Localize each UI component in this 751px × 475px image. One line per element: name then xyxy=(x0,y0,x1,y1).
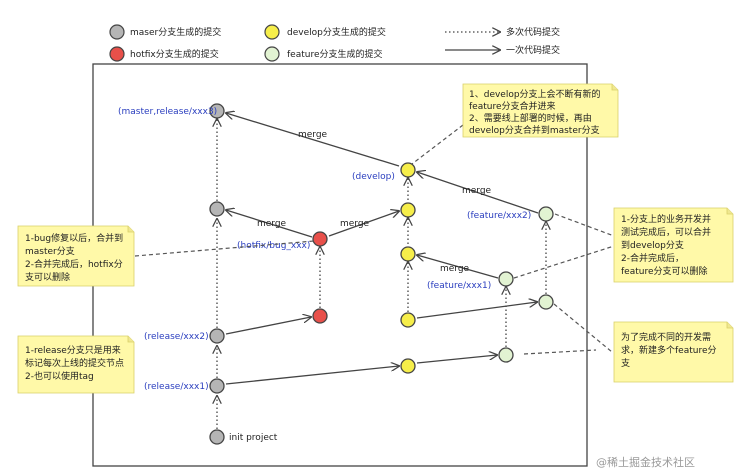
merge-label-hotfix-develop: merge xyxy=(340,219,370,229)
multi-commit-links xyxy=(217,119,546,429)
connector-feature1-merge-note xyxy=(513,245,615,279)
hotfix-commit-fix xyxy=(312,231,328,247)
connector-feature-create-b xyxy=(553,303,613,353)
hotfix-commit-base xyxy=(312,308,328,324)
master-commit-release2 xyxy=(209,328,225,344)
note-feature-merge-line-1: 1-分支上的业务开发并 xyxy=(621,213,711,225)
connector-feature2-merge-note xyxy=(554,213,615,237)
master-commit-release3 xyxy=(209,103,225,119)
note-develop: 1、develop分支上会不断有新的 feature分支合并进来 2、需要线上部… xyxy=(462,83,619,138)
legend-master-dot xyxy=(109,24,125,40)
legend-master-label: maser分支生成的提交 xyxy=(130,26,221,38)
merge-hotfix-to-master xyxy=(226,210,313,238)
merge-label-feature2: merge xyxy=(462,186,492,196)
legend-develop-dot xyxy=(264,24,280,40)
legend-hotfix-label: hotfix分支生成的提交 xyxy=(130,48,219,60)
feature2-commit-end xyxy=(538,206,554,222)
feature-commits xyxy=(498,206,554,363)
develop-to-feature2 xyxy=(416,302,537,319)
note-feature-merge-line-3: 到develop分支 xyxy=(621,239,684,251)
note-connectors xyxy=(134,124,615,355)
feature2-commit-start xyxy=(538,294,554,310)
label-feature1: (feature/xxx1) xyxy=(427,281,491,291)
master-commit-mid xyxy=(209,201,225,217)
merge-label-feature1: merge xyxy=(440,264,470,274)
note-release-line-2: 标记每次上线的提交节点 xyxy=(25,357,124,369)
master-commits xyxy=(209,103,225,445)
feature1-commit-end xyxy=(498,271,514,287)
note-release-line-1: 1-release分支只是用来 xyxy=(25,344,121,356)
hotfix-commits xyxy=(312,231,328,324)
develop-commit-4 xyxy=(400,202,416,218)
note-feature-create-line-2: 求，新建多个feature分 xyxy=(621,344,717,356)
legend-hotfix-dot xyxy=(109,46,125,62)
legend-multi-label: 多次代码提交 xyxy=(506,26,560,38)
merge-label-hotfix-master: merge xyxy=(257,219,287,229)
develop-commits xyxy=(400,162,416,374)
label-release1: (release/xxx1) xyxy=(144,382,209,392)
note-develop-line-2: feature分支合并进来 xyxy=(469,100,556,112)
legend: maser分支生成的提交 hotfix分支生成的提交 develop分支生成的提… xyxy=(109,24,560,62)
label-release2: (release/xxx2) xyxy=(144,332,209,342)
release2-to-hotfix xyxy=(225,317,311,335)
develop-to-feature1 xyxy=(416,355,497,364)
note-release: 1-release分支只是用来 标记每次上线的提交节点 2-也可以使用tag xyxy=(17,335,135,394)
legend-feature-label: feature分支生成的提交 xyxy=(287,48,383,60)
legend-feature-dot xyxy=(264,46,280,62)
note-develop-line-4: develop分支合并到master分支 xyxy=(469,124,600,136)
label-master-release3: (master,release/xxx3) xyxy=(118,107,217,117)
note-feature-create-line-3: 支 xyxy=(621,357,630,369)
watermark: @稀土掘金技术社区 xyxy=(596,455,695,469)
legend-develop-label: develop分支生成的提交 xyxy=(287,26,386,38)
legend-single-label: 一次代码提交 xyxy=(506,44,560,56)
single-commit-links xyxy=(225,113,539,385)
label-feature2: (feature/xxx2) xyxy=(467,211,531,221)
note-release-line-3: 2-也可以使用tag xyxy=(25,370,94,382)
note-hotfix-line-3: 2-合并完成后，hotfix分 xyxy=(25,258,123,270)
develop-commit-1 xyxy=(400,358,416,374)
note-feature-create-line-1: 为了完成不同的开发需 xyxy=(621,331,711,343)
note-develop-line-1: 1、develop分支上会不断有新的 xyxy=(469,88,601,100)
note-feature-merge-line-5: feature分支可以删除 xyxy=(621,265,708,277)
develop-commit-2 xyxy=(400,312,416,328)
note-feature-merge-line-4: 2-合并完成后， xyxy=(621,252,684,264)
note-feature-merge: 1-分支上的业务开发并 测试完成后，可以合并 到develop分支 2-合并完成… xyxy=(613,207,734,283)
label-hotfix: (hotfix/bug_xxx) xyxy=(237,241,310,251)
note-feature-create: 为了完成不同的开发需 求，新建多个feature分 支 xyxy=(613,321,734,383)
merge-develop-to-master xyxy=(226,113,400,167)
connector-develop-note xyxy=(411,124,464,165)
release1-to-develop xyxy=(225,366,399,385)
master-commit-release1 xyxy=(209,378,225,394)
merge-label-master: merge xyxy=(298,130,328,140)
develop-commit-3 xyxy=(400,246,416,262)
note-hotfix-line-4: 支可以删除 xyxy=(25,271,70,283)
note-develop-line-3: 2、需要线上部署的时候，再由 xyxy=(469,112,592,124)
master-commit-init xyxy=(209,429,225,445)
develop-commit-5 xyxy=(400,162,416,178)
note-hotfix-line-1: 1-bug修复以后，合并到 xyxy=(25,232,123,244)
connector-hotfix-note xyxy=(134,240,315,257)
merge-feature1-to-develop xyxy=(417,255,499,279)
feature1-commit-start xyxy=(498,347,514,363)
merge-feature2-to-develop xyxy=(417,172,539,214)
note-hotfix: 1-bug修复以后，合并到 master分支 2-合并完成后，hotfix分 支… xyxy=(17,225,135,287)
merge-hotfix-to-develop xyxy=(328,211,399,237)
note-feature-merge-line-2: 测试完成后，可以合并 xyxy=(621,226,711,238)
label-init-project: init project xyxy=(229,433,278,443)
label-develop: (develop) xyxy=(352,172,395,182)
note-hotfix-line-2: master分支 xyxy=(25,245,75,257)
connector-feature-create-a xyxy=(523,349,597,355)
